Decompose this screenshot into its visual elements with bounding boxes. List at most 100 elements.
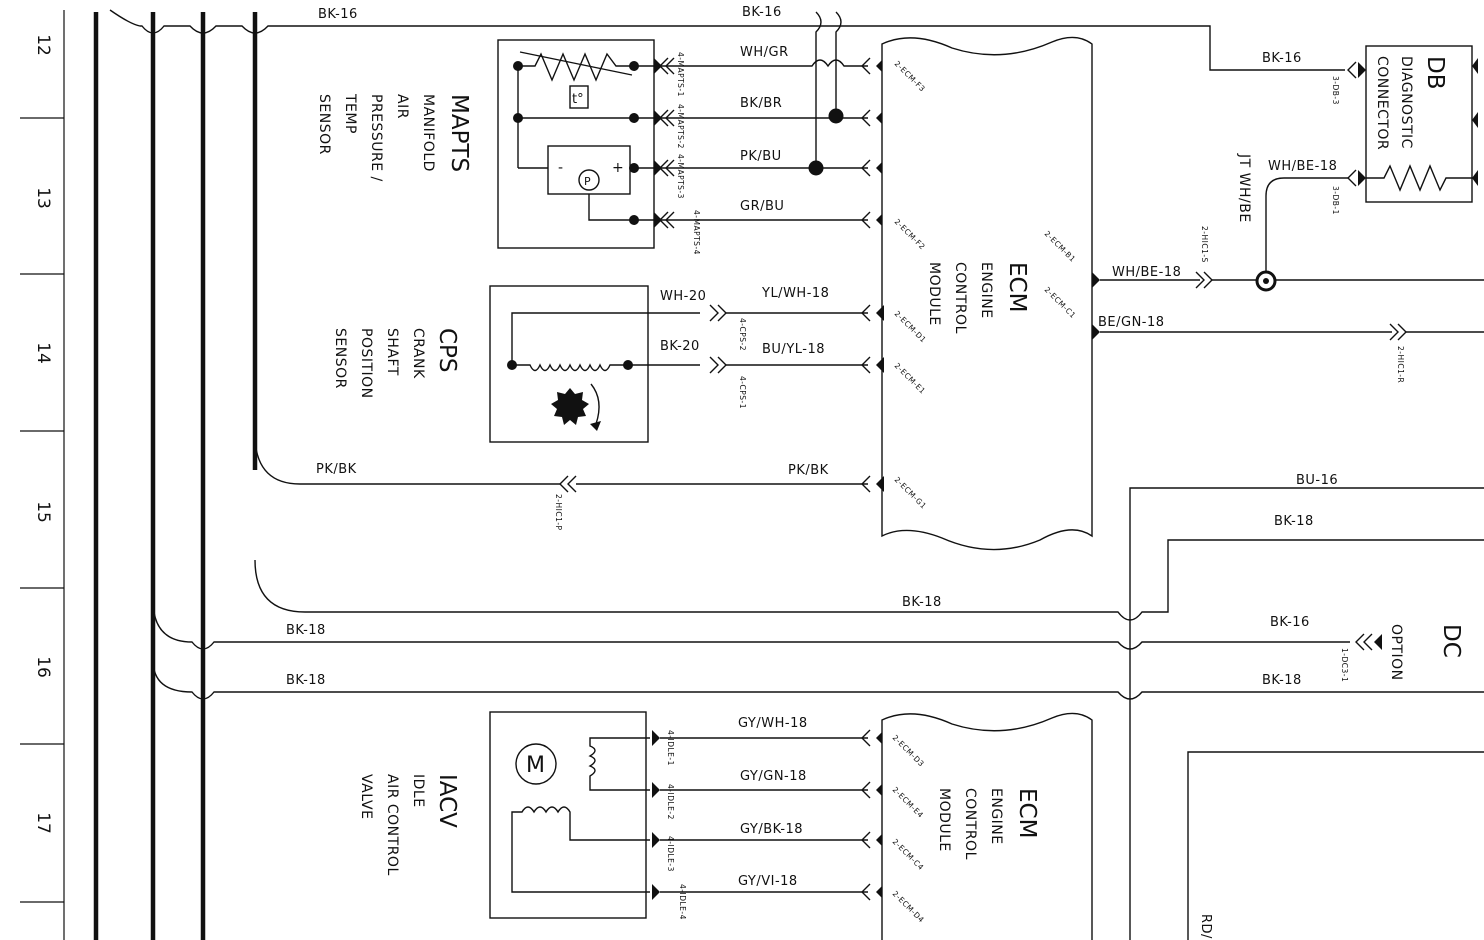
dc-abbr: DC (1438, 624, 1464, 658)
dc-option: DC OPTION (1355, 624, 1464, 681)
wire-label-bk16-top-mid: BK-16 (742, 5, 782, 20)
mapts-label: MAPTS MANIFOLD AIR PRESSURE / TEMP SENSO… (316, 93, 472, 182)
grid-row-13: 13 (33, 187, 53, 209)
jt-label: JT WH/BE (1236, 153, 1252, 223)
mapts-sensor: t° - + P (497, 39, 660, 249)
ecm-top-abbr: ECM (1004, 262, 1030, 312)
wire-label-pkbk-left: PK/BK (316, 462, 357, 477)
pin-hic1-s: 2-HIC1-S (1200, 226, 1209, 263)
wire-label-buyl18: BU/YL-18 (762, 342, 825, 357)
mapts-line-1: MANIFOLD (420, 94, 436, 172)
mapts-line-5: SENSOR (316, 94, 332, 155)
wire-label-gywh18: GY/WH-18 (738, 716, 808, 731)
cps-sensor (489, 285, 700, 443)
db-line-1: DIAGNOSTIC (1398, 56, 1414, 149)
ecm-right-wiring (1092, 177, 1484, 341)
wire-label-bk18-left-b: BK-18 (286, 673, 326, 688)
pin-idle-4: 4-IDLE-4 (678, 884, 687, 920)
pressure-symbol: P (584, 175, 591, 188)
cps-line-3: POSITION (358, 328, 374, 399)
ecm-bottom-abbr: ECM (1014, 788, 1040, 838)
pin-mapts-4: 4-MAPTS-4 (692, 210, 701, 255)
ecm-top-line-3: MODULE (926, 262, 942, 326)
iacv-line-2: AIR CONTROL (384, 774, 400, 876)
cps-label: CPS CRANK SHAFT POSITION SENSOR (332, 328, 460, 399)
iacv-valve: M (489, 711, 660, 919)
wire-label-gygn18: GY/GN-18 (740, 769, 807, 784)
ecm-bottom-body (881, 712, 1093, 940)
pin-db-1: 3-DB-1 (1331, 186, 1340, 215)
db-box (1365, 45, 1473, 203)
ecm-top-body (881, 36, 1093, 551)
pkbk-wiring (254, 439, 884, 493)
resistor-symbol (518, 52, 634, 82)
cps-line-4: SENSOR (332, 328, 348, 389)
pin-dc3-1: 1-DC3-1 (1340, 648, 1349, 682)
grid-row-12: 12 (33, 34, 53, 56)
ecm-bottom-line-3: MODULE (936, 788, 952, 852)
wire-label-pkbu: PK/BU (740, 149, 782, 164)
pin-hic1-r: 2-HIC1-R (1396, 346, 1405, 383)
wire-label-bu16: BU-16 (1296, 473, 1338, 488)
pin-cps-2: 4-CPS-2 (738, 318, 747, 351)
iacv-line-1: IDLE (410, 774, 426, 808)
wire-label-db-whbe18: WH/BE-18 (1268, 159, 1337, 174)
mapts-abbr: MAPTS (446, 94, 472, 172)
pin-cps-1: 4-CPS-1 (738, 376, 747, 409)
db-resistor-symbol (1366, 164, 1472, 192)
db-line-2: CONNECTOR (1374, 56, 1390, 150)
db-connector (1347, 45, 1478, 203)
pin-mapts-1: 4-MAPTS-1 (676, 52, 685, 97)
wire-label-ylwh18: YL/WH-18 (761, 286, 829, 301)
pin-mapts-2: 4-MAPTS-2 (676, 104, 685, 149)
ecm-bottom-line-2: CONTROL (962, 788, 978, 860)
ecm-top-line-2: CONTROL (952, 262, 968, 334)
wire-label-db-bk16: BK-16 (1262, 51, 1302, 66)
wire-label-wh20: WH-20 (660, 289, 706, 304)
wire-label-gyvi18: GY/VI-18 (738, 874, 798, 889)
ecm-bottom: ECM ENGINE CONTROL MODULE (881, 712, 1093, 940)
wire-label-dc-bk16: BK-16 (1270, 615, 1310, 630)
db-abbr: DB (1422, 56, 1448, 90)
mapts-line-3: PRESSURE / (368, 94, 384, 182)
pin-idle-1: 4-IDLE-1 (666, 730, 675, 766)
wire-label-begn18: BE/GN-18 (1098, 315, 1165, 330)
iacv-abbr: IACV (434, 774, 460, 828)
cps-abbr: CPS (434, 328, 460, 373)
cps-line-2: SHAFT (384, 328, 400, 376)
ecm-bottom-line-1: ENGINE (988, 788, 1004, 845)
grid-row-14: 14 (33, 342, 53, 364)
wire-label-bk18-center: BK-18 (902, 595, 942, 610)
gear-icon (551, 388, 589, 425)
iacv-label: IACV IDLE AIR CONTROL VALVE (358, 774, 460, 876)
mapts-wiring (654, 11, 884, 229)
mapts-line-2: AIR (394, 94, 410, 119)
motor-symbol: M (526, 753, 545, 778)
grid-ruler: 12 13 14 15 16 17 (20, 10, 65, 940)
mapts-line-4: TEMP (342, 93, 358, 134)
pin-db-3: 3-DB-3 (1331, 76, 1340, 105)
ecm-top-line-1: ENGINE (978, 262, 994, 319)
grid-row-17: 17 (33, 812, 53, 834)
wire-label-bk18-right-lower: BK-18 (1262, 673, 1302, 688)
wire-label-gybk18: GY/BK-18 (740, 822, 803, 837)
wire-label-bk20: BK-20 (660, 339, 700, 354)
wire-label-bk16-top-left: BK-16 (318, 7, 358, 22)
cps-line-1: CRANK (410, 328, 426, 379)
minus-symbol: - (558, 160, 563, 176)
grid-row-15: 15 (33, 501, 53, 523)
wire-label-whgr: WH/GR (740, 45, 789, 60)
pin-idle-3: 4-IDLE-3 (666, 836, 675, 872)
pin-hic1-p: 2-HIC1-P (554, 494, 563, 531)
temp-symbol: t° (572, 92, 584, 107)
wire-label-ecm-whbe18: WH/BE-18 (1112, 265, 1181, 280)
ecm-top: ECM ENGINE CONTROL MODULE (881, 36, 1093, 551)
wire-label-rd-partial: RD/ (1198, 914, 1213, 939)
wire-label-pkbk-right: PK/BK (788, 463, 829, 478)
iacv-line-3: VALVE (358, 774, 374, 819)
ground-buses (93, 9, 1484, 940)
pin-mapts-3: 4-MAPTS-3 (676, 154, 685, 199)
grid-row-16: 16 (33, 656, 53, 678)
wire-label-bk18-left-a: BK-18 (286, 623, 326, 638)
